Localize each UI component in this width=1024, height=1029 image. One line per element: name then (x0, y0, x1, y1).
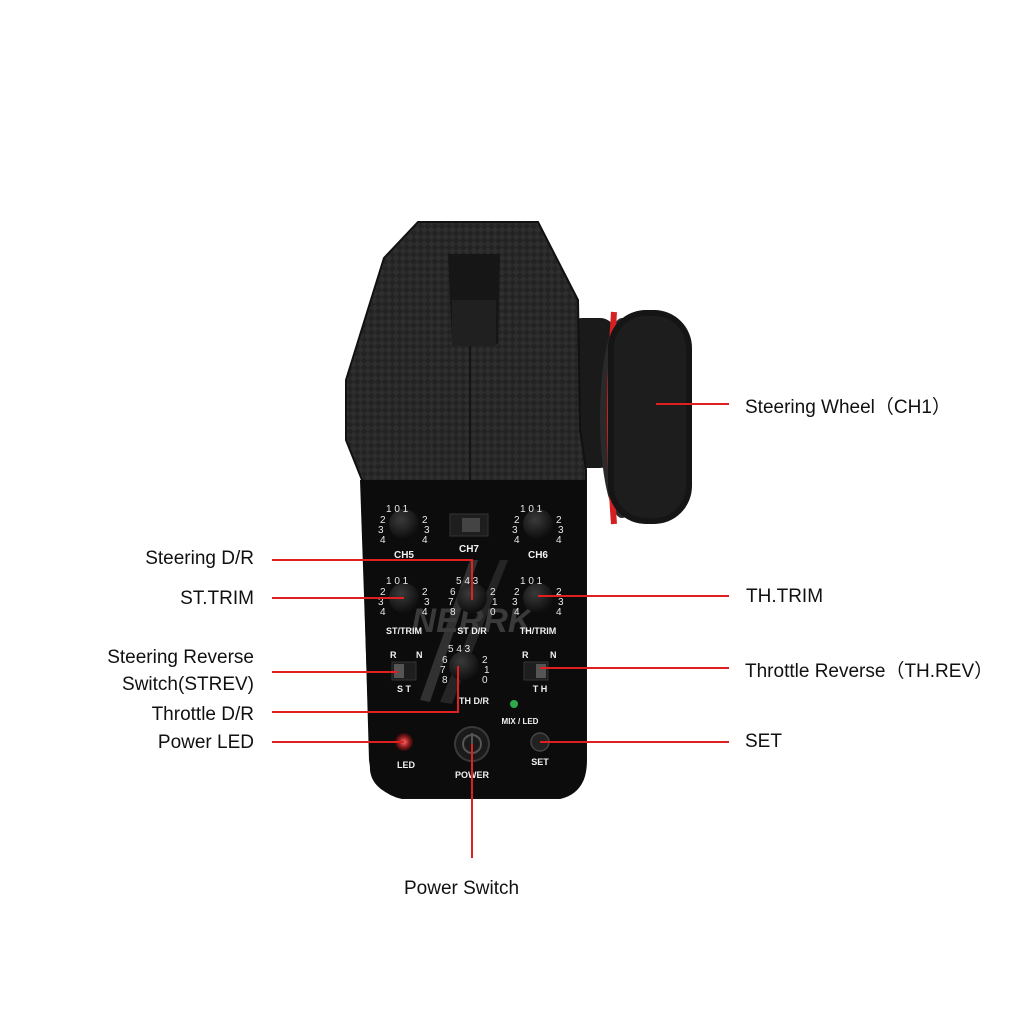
ch5-knob[interactable]: 1 0 1 2 2 3 3 4 4 (378, 504, 430, 546)
svg-text:3: 3 (378, 525, 384, 536)
svg-text:7: 7 (448, 597, 454, 608)
svg-text:8: 8 (450, 607, 456, 618)
svg-text:3: 3 (558, 597, 564, 608)
svg-text:4: 4 (422, 535, 428, 546)
th-trim-label: TH.TRIM (746, 586, 824, 607)
svg-text:4: 4 (380, 535, 386, 546)
svg-text:6: 6 (442, 655, 448, 666)
steering-reverse-label: Steering Reverse Switch(STREV) (107, 644, 254, 698)
svg-text:2: 2 (556, 587, 562, 598)
steering-reverse-switch[interactable] (391, 661, 417, 681)
svg-text:1 0 1: 1 0 1 (386, 576, 409, 587)
power-switch-label: Power Switch (404, 878, 520, 899)
steering-reverse-label-line1: Steering Reverse (107, 647, 254, 668)
svg-text:1 0 1: 1 0 1 (386, 504, 409, 515)
svg-text:2: 2 (514, 587, 520, 598)
svg-text:4: 4 (556, 535, 562, 546)
svg-text:1: 1 (484, 665, 490, 676)
power-led-label: Power LED (157, 732, 254, 753)
th-trim-panel-label: TH/TRIM (520, 626, 557, 636)
svg-text:4: 4 (556, 607, 562, 618)
throttle-dr-label: Throttle D/R (151, 704, 254, 725)
ch6-knob[interactable]: 1 0 1 2 2 3 3 4 4 (512, 504, 564, 546)
svg-text:2: 2 (514, 515, 520, 526)
th-dr-panel-label: TH D/R (459, 696, 489, 706)
svg-text:3: 3 (512, 525, 518, 536)
leader-throttle-dr (272, 666, 459, 713)
svg-text:1: 1 (492, 597, 498, 608)
svg-text:2: 2 (556, 515, 562, 526)
ch5-label: CH5 (394, 550, 414, 561)
svg-text:3: 3 (378, 597, 384, 608)
svg-text:2: 2 (422, 515, 428, 526)
st-panel-label: S T (397, 684, 412, 694)
svg-text:1 0 1: 1 0 1 (520, 576, 543, 587)
throttle-reverse-switch[interactable] (523, 661, 549, 681)
st-trim-label: ST.TRIM (180, 588, 254, 609)
ch7-switch[interactable] (449, 513, 489, 537)
svg-text:2: 2 (380, 515, 386, 526)
svg-text:6: 6 (450, 587, 456, 598)
th-r-label: R (522, 650, 529, 660)
steering-dr-label: Steering D/R (145, 548, 254, 569)
svg-text:2: 2 (380, 587, 386, 598)
steering-wheel-label: Steering Wheel（CH1） (745, 397, 951, 418)
svg-text:5 4 3: 5 4 3 (456, 576, 479, 587)
svg-text:5 4 3: 5 4 3 (448, 644, 471, 655)
ch6-label: CH6 (528, 550, 548, 561)
svg-text:0: 0 (490, 607, 496, 618)
svg-text:4: 4 (514, 607, 520, 618)
svg-text:3: 3 (558, 525, 564, 536)
th-trim-knob[interactable]: 1 0 1 2 2 3 3 4 4 (512, 576, 564, 618)
svg-text:7: 7 (440, 665, 446, 676)
svg-text:0: 0 (482, 675, 488, 686)
svg-text:2: 2 (482, 655, 488, 666)
set-panel-label: SET (531, 757, 549, 767)
svg-text:3: 3 (424, 525, 430, 536)
svg-text:2: 2 (490, 587, 496, 598)
st-dr-panel-label: ST D/R (457, 626, 487, 636)
svg-text:1 0 1: 1 0 1 (520, 504, 543, 515)
svg-text:2: 2 (422, 587, 428, 598)
set-label: SET (745, 731, 782, 752)
th-panel-label: T H (533, 684, 548, 694)
throttle-reverse-label: Throttle Reverse（TH.REV） (745, 661, 994, 682)
steering-reverse-label-line2: Switch(STREV) (122, 674, 254, 695)
led-panel-label: LED (397, 760, 416, 770)
svg-text:4: 4 (514, 535, 520, 546)
ch7-label: CH7 (459, 544, 479, 555)
leader-lines (272, 403, 729, 858)
leader-steering-dr (272, 559, 473, 600)
st-n-label: N (416, 650, 423, 660)
svg-text:8: 8 (442, 675, 448, 686)
svg-text:4: 4 (422, 607, 428, 618)
st-r-label: R (390, 650, 397, 660)
svg-text:3: 3 (424, 597, 430, 608)
st-dr-knob[interactable]: 5 4 3 6 2 7 1 8 0 (448, 576, 498, 618)
svg-text:4: 4 (380, 607, 386, 618)
mix-led-label: MIX / LED (502, 717, 539, 726)
th-n-label: N (550, 650, 557, 660)
st-trim-panel-label: ST/TRIM (386, 626, 422, 636)
th-dr-knob[interactable]: 5 4 3 6 2 7 1 8 0 (440, 644, 490, 686)
svg-text:3: 3 (512, 597, 518, 608)
mix-led-indicator (510, 700, 518, 708)
